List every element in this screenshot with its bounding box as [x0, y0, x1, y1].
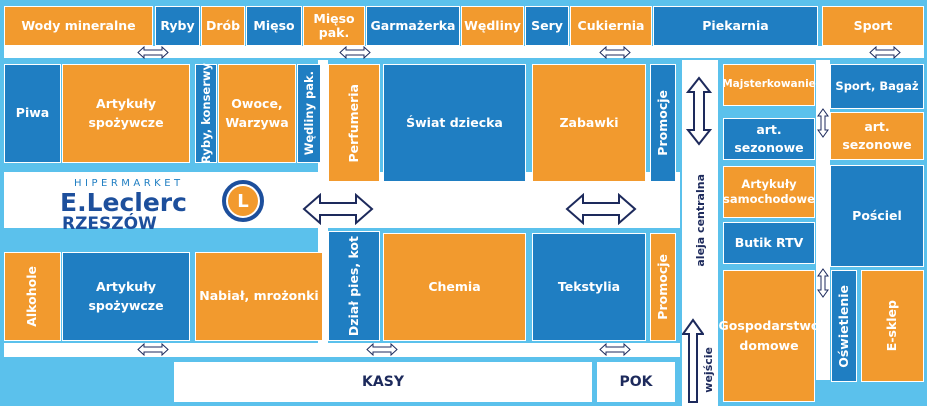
section-butik-rtv[interactable]: Butik RTV [723, 222, 815, 264]
section-ryby[interactable]: Ryby [155, 6, 200, 46]
double-arrow-icon [869, 46, 901, 59]
section-mieso-pak[interactable]: Mięso pak. [303, 6, 365, 46]
section-drob[interactable]: Drób [201, 6, 245, 46]
section-promocje-upper[interactable]: Promocje [650, 64, 676, 182]
alkohole-label: Alkohole [24, 266, 40, 327]
section-zabawki[interactable]: Zabawki [532, 64, 646, 182]
leclerc-logo: HIPERMARKET E.Leclerc RZESZÓW L [60, 176, 280, 234]
e-sklep-label: E-sklep [884, 300, 900, 352]
promocje-upper-label: Promocje [654, 90, 670, 156]
top-pathway [4, 46, 924, 58]
double-arrow-icon [817, 268, 829, 298]
section-kasy[interactable]: KASY [174, 362, 592, 402]
section-oswietlenie[interactable]: Oświetlenie [831, 270, 857, 382]
logo-mark: L [237, 190, 249, 212]
section-piekarnia[interactable]: Piekarnia [653, 6, 818, 46]
section-wody-mineralne[interactable]: Wody mineralne [4, 6, 153, 46]
section-alkohole[interactable]: Alkohole [4, 252, 61, 341]
section-artykuly-spozywcze-lower[interactable]: Artykuły spożywcze [62, 252, 190, 341]
section-promocje-lower[interactable]: Promocje [650, 233, 676, 341]
section-gospodarstwo-domowe[interactable]: Gospodarstwo domowe [719, 270, 819, 402]
wedliny-pak-label: Wędliny pak. [301, 71, 316, 156]
lower-pathway [4, 343, 680, 357]
double-arrow-icon [339, 46, 371, 59]
hipermarket-text: HIPERMARKET [74, 178, 184, 189]
section-pok[interactable]: POK [597, 362, 675, 402]
double-arrow-icon [599, 46, 631, 59]
aleja-centralna-label: aleja centralna [693, 173, 707, 267]
double-arrow-icon [817, 108, 829, 138]
section-tekstylia[interactable]: Tekstylia [532, 233, 646, 341]
section-sery[interactable]: Sery [525, 6, 569, 46]
double-arrow-icon [302, 193, 374, 225]
section-dzial-pies-kot[interactable]: Dział pies, kot [328, 231, 380, 341]
section-art-sezonowe-2[interactable]: art. sezonowe [830, 112, 924, 160]
dzial-pies-kot-label: Dział pies, kot [345, 235, 361, 337]
section-garmazerka[interactable]: Garmażerka [366, 6, 460, 46]
ryby-konserwy-label: Ryby, konserwy [198, 63, 213, 164]
double-arrow-icon [137, 46, 169, 59]
section-swiat-dziecka[interactable]: Świat dziecka [383, 64, 526, 182]
section-majsterkowanie[interactable]: Majsterkowanie [722, 64, 816, 106]
section-chemia[interactable]: Chemia [383, 233, 526, 341]
section-sport[interactable]: Sport [822, 6, 924, 46]
perfumeria-label: Perfumeria [345, 83, 361, 163]
section-wedliny-pak[interactable]: Wędliny pak. [297, 64, 321, 163]
double-arrow-icon [599, 343, 631, 356]
section-cukiernia[interactable]: Cukiernia [570, 6, 652, 46]
double-arrow-icon [686, 76, 712, 146]
section-perfumeria[interactable]: Perfumeria [328, 64, 380, 182]
section-mieso[interactable]: Mięso [246, 6, 302, 46]
section-posciel[interactable]: Pościel [830, 165, 924, 267]
section-ryby-konserwy[interactable]: Ryby, konserwy [195, 63, 217, 164]
section-nabial-mrozonki[interactable]: Nabiał, mrożonki [195, 252, 323, 341]
connector-top-left [318, 60, 328, 172]
entrance-arrow-icon [682, 318, 704, 403]
section-wedliny[interactable]: Wędliny [461, 6, 524, 46]
section-art-sezonowe-1[interactable]: art. sezonowe [723, 118, 815, 160]
double-arrow-icon [137, 343, 169, 356]
section-artykuly-samochodowe[interactable]: Artykuły samochodowe [723, 166, 815, 218]
section-e-sklep[interactable]: E-sklep [861, 270, 924, 382]
section-owoce-warzywa[interactable]: Owoce, Warzywa [218, 64, 296, 163]
city-text: RZESZÓW [62, 214, 157, 234]
promocje-lower-label: Promocje [654, 254, 670, 320]
brand-text: E.Leclerc [60, 188, 187, 217]
connector-bottom-left [318, 228, 328, 343]
section-artykuly-spozywcze-upper[interactable]: Artykuły spożywcze [62, 64, 190, 163]
section-piwa[interactable]: Piwa [4, 64, 61, 163]
double-arrow-icon [565, 193, 637, 225]
section-sport-bagaz[interactable]: Sport, Bagaż [830, 64, 924, 109]
right-aisle [816, 60, 830, 380]
leclerc-logo-icon: L [222, 180, 264, 222]
oswietlenie-label: Oświetlenie [835, 284, 851, 368]
double-arrow-icon [366, 343, 398, 356]
